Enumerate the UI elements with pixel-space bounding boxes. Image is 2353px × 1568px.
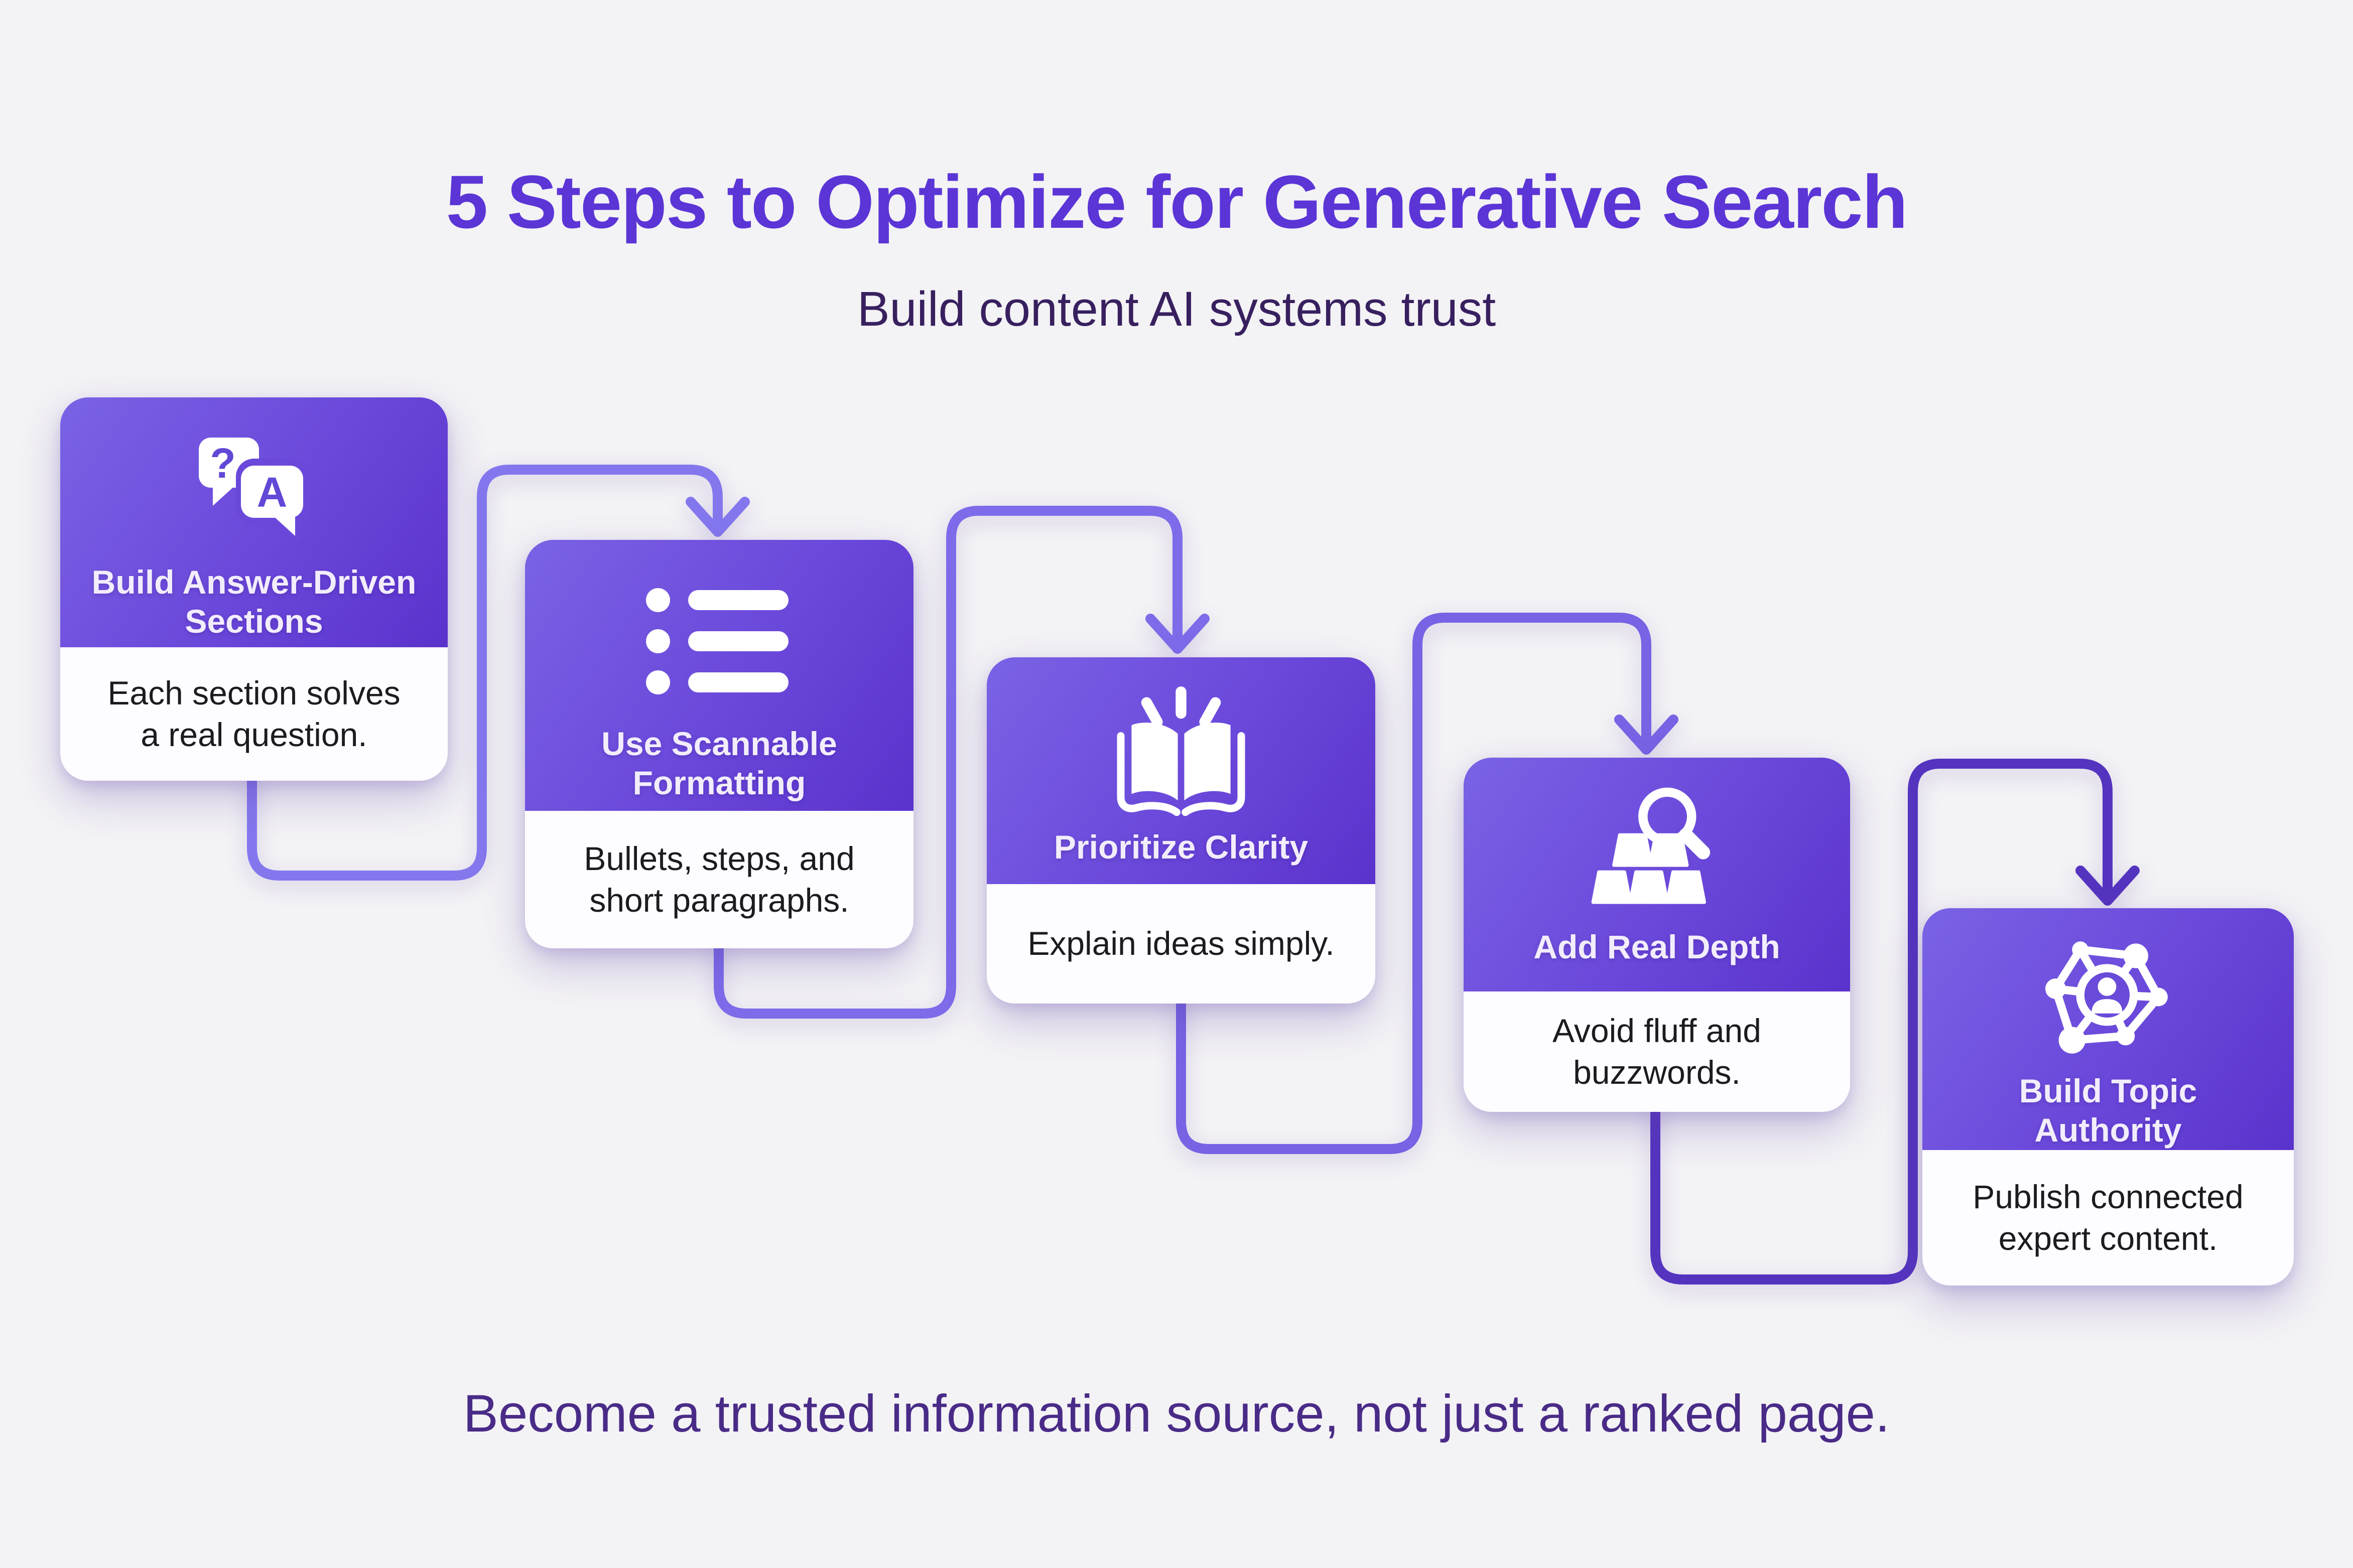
open-book-icon bbox=[1117, 686, 1245, 816]
step-card-2: Use Scannable Formatting Bullets, steps,… bbox=[525, 540, 913, 948]
connector-2-arrow bbox=[714, 506, 1210, 1019]
question-glyph: ? bbox=[210, 440, 235, 487]
step-2-title: Use Scannable Formatting bbox=[601, 725, 837, 801]
step-5-title: Build Topic Authority bbox=[2019, 1072, 2197, 1149]
step-card-5: Build Topic Authority Publish connected … bbox=[1922, 908, 2294, 1286]
step-1-title: Build Answer-Driven Sections bbox=[91, 563, 417, 640]
step-2-description: Bullets, steps, and short paragraphs. bbox=[584, 839, 855, 919]
question-answer-bubbles-icon: ? A bbox=[199, 438, 310, 542]
step-5-description: Publish connected expert content. bbox=[1973, 1178, 2244, 1257]
step-card-2-body: Bullets, steps, and short paragraphs. bbox=[525, 811, 913, 948]
step-card-1: ? A Build Answer-Driven Sections Each se… bbox=[60, 397, 448, 781]
step-card-2-header: Use Scannable Formatting bbox=[525, 540, 913, 811]
connector-1-arrow bbox=[247, 465, 750, 881]
step-card-1-body: Each section solves a real question. bbox=[60, 647, 448, 781]
connector-3-arrow bbox=[1176, 613, 1678, 1154]
step-3-description: Explain ideas simply. bbox=[1027, 925, 1335, 962]
step-card-4: Add Real Depth Avoid fluff and buzzwords… bbox=[1464, 758, 1850, 1112]
step-3-title: Prioritize Clarity bbox=[1054, 828, 1309, 866]
step-1-description: Each section solves a real question. bbox=[107, 674, 401, 753]
step-card-5-body: Publish connected expert content. bbox=[1922, 1150, 2294, 1286]
step-card-4-header: Add Real Depth bbox=[1464, 758, 1850, 991]
step-4-description: Avoid fluff and buzzwords. bbox=[1552, 1012, 1761, 1091]
connector-4-arrow bbox=[1650, 759, 2140, 1285]
step-card-3-header: Prioritize Clarity bbox=[987, 657, 1375, 884]
step-4-title: Add Real Depth bbox=[1533, 928, 1780, 965]
magnifier-gold-bars-icon bbox=[1591, 787, 1711, 904]
page-subtitle: Build content AI systems trust bbox=[857, 281, 1496, 336]
bullet-list-icon bbox=[646, 588, 789, 694]
step-card-1-header: ? A Build Answer-Driven Sections bbox=[60, 397, 448, 647]
page-title: 5 Steps to Optimize for Generative Searc… bbox=[446, 160, 1908, 244]
answer-glyph: A bbox=[257, 469, 288, 516]
step-card-3-body: Explain ideas simply. bbox=[987, 884, 1375, 1004]
step-card-5-header: Build Topic Authority bbox=[1922, 908, 2294, 1150]
step-card-4-body: Avoid fluff and buzzwords. bbox=[1464, 991, 1850, 1112]
step-card-3: Prioritize Clarity Explain ideas simply. bbox=[987, 657, 1375, 1004]
topic-network-icon bbox=[2045, 941, 2168, 1054]
page-footer: Become a trusted information source, not… bbox=[463, 1384, 1890, 1443]
